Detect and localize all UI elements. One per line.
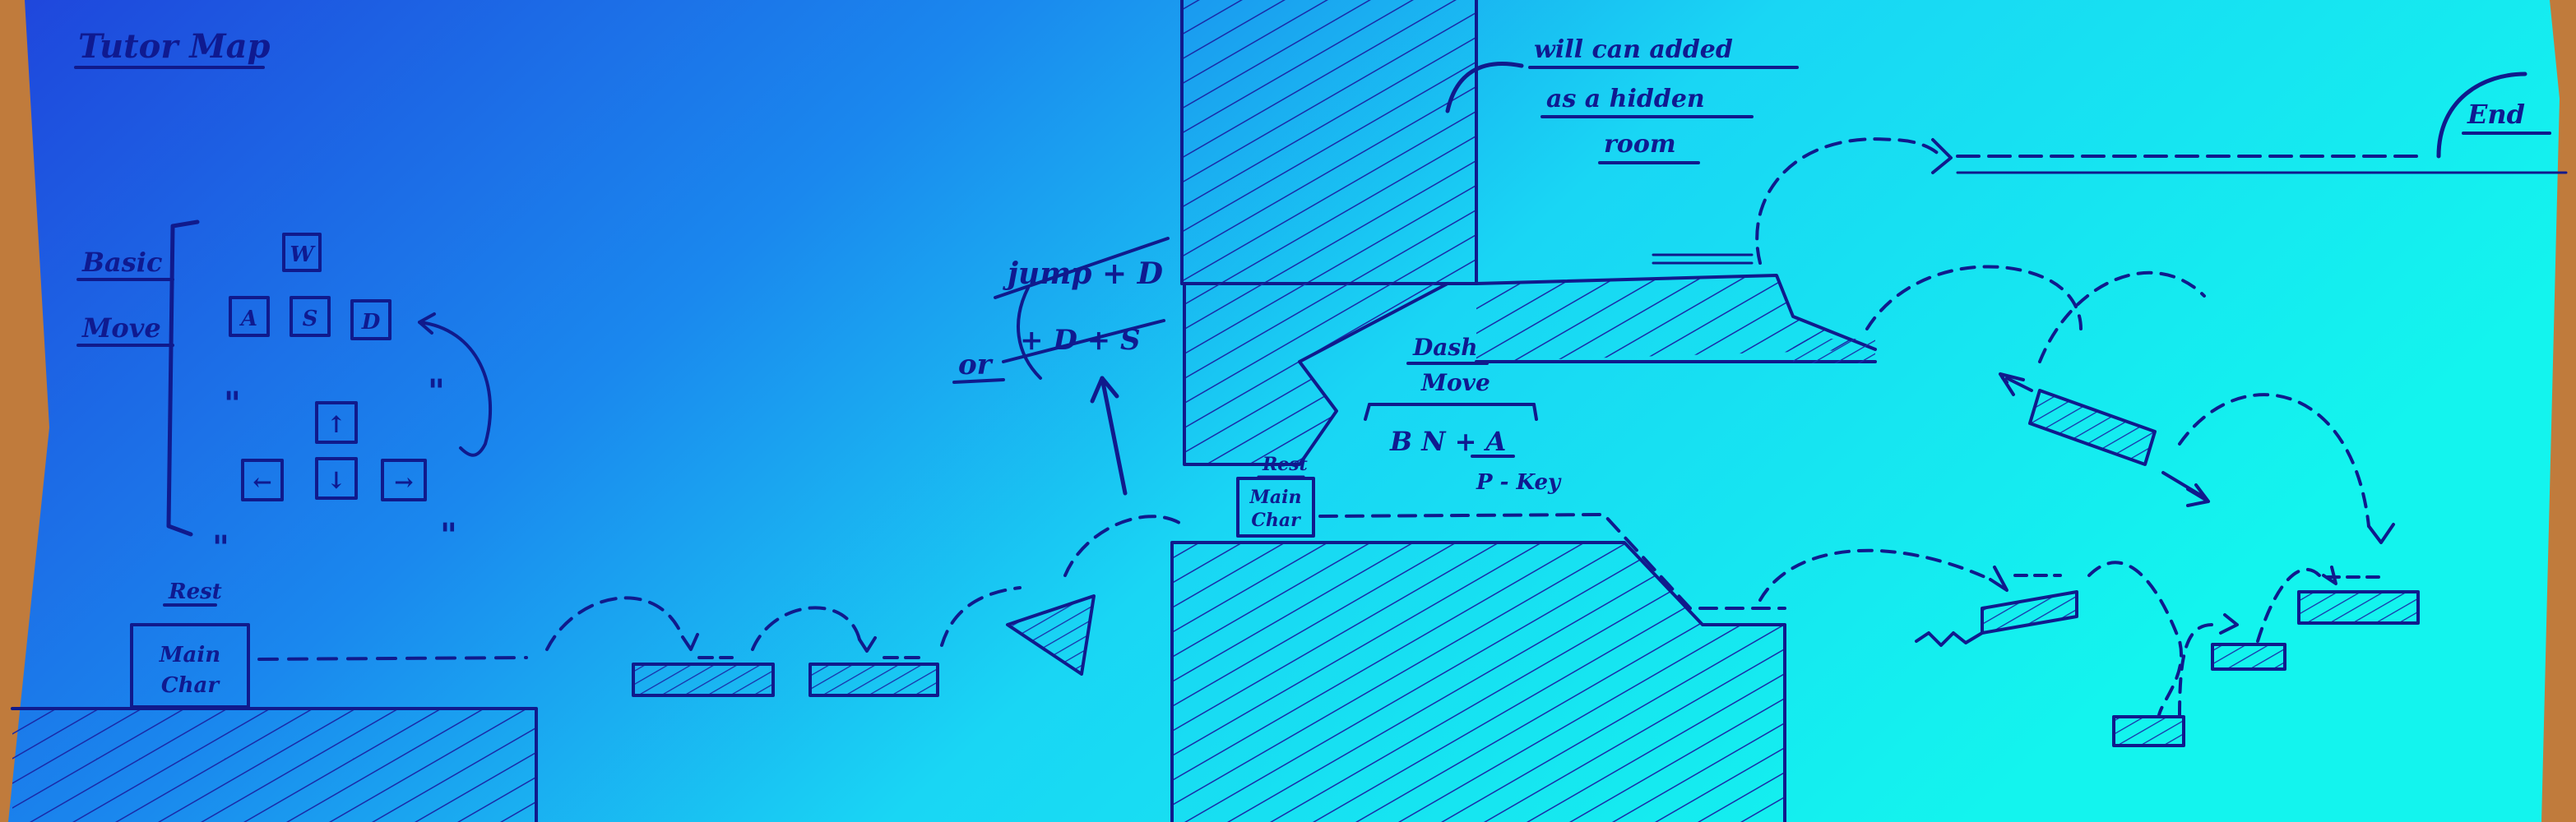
platform-2 xyxy=(810,664,938,695)
platform-5 xyxy=(2212,644,2285,669)
svg-text:↓: ↓ xyxy=(327,467,345,494)
svg-text:Main: Main xyxy=(1249,487,1302,508)
svg-text:": " xyxy=(212,529,229,567)
upper-wall xyxy=(1180,0,1476,284)
svg-text:Rest: Rest xyxy=(1262,454,1308,475)
svg-text:Char: Char xyxy=(1251,510,1301,531)
svg-text:↑: ↑ xyxy=(327,411,345,438)
svg-text:P - Key: P - Key xyxy=(1476,470,1562,495)
start-ground xyxy=(12,709,536,822)
svg-text:will can added: will can added xyxy=(1534,35,1733,64)
platform-6 xyxy=(2114,717,2184,746)
svg-text:A: A xyxy=(239,307,257,331)
svg-text:": " xyxy=(224,385,241,423)
svg-text:Tutor Map: Tutor Map xyxy=(78,27,271,66)
svg-text:room: room xyxy=(1604,130,1676,159)
svg-text:+ D + S: + D + S xyxy=(1020,324,1141,357)
svg-text:Char: Char xyxy=(161,673,220,698)
svg-text:or: or xyxy=(958,349,994,381)
svg-text:W: W xyxy=(290,242,316,267)
svg-text:Dash: Dash xyxy=(1412,334,1478,361)
svg-text:Basic: Basic xyxy=(81,247,162,278)
svg-text:Rest: Rest xyxy=(168,580,222,604)
platform-1 xyxy=(633,664,773,695)
svg-text:Move: Move xyxy=(81,312,161,344)
svg-text:End: End xyxy=(2467,99,2525,130)
title: Tutor Map xyxy=(76,27,271,67)
svg-text:Move: Move xyxy=(1420,369,1490,396)
platform-4 xyxy=(2299,592,2418,623)
svg-text:S: S xyxy=(303,307,318,331)
svg-text:D: D xyxy=(361,310,381,335)
svg-text:": " xyxy=(440,516,457,555)
svg-text:Main: Main xyxy=(159,643,220,667)
svg-text:": " xyxy=(428,372,445,411)
notch-wall xyxy=(1184,284,1300,464)
svg-text:B N + A: B N + A xyxy=(1389,426,1506,457)
svg-text:←: ← xyxy=(253,469,271,496)
svg-text:→: → xyxy=(394,469,413,496)
svg-text:as a hidden: as a hidden xyxy=(1546,85,1705,113)
